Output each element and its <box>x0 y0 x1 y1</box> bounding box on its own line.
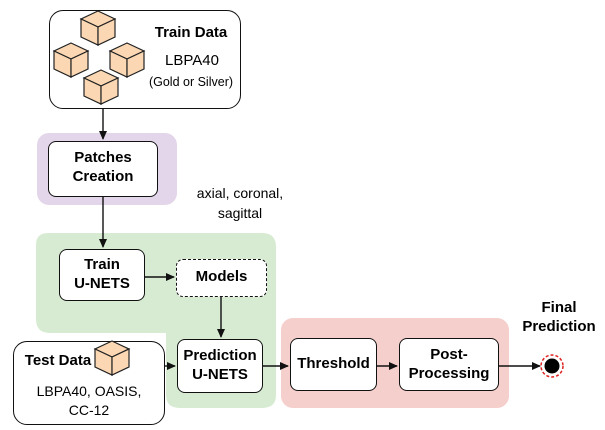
test-data-datasets-2: CC-12 <box>68 402 110 418</box>
train-data-dataset: LBPA40 <box>165 52 219 69</box>
patches-creation-label-1: Patches <box>74 149 132 166</box>
threshold-label: Threshold <box>297 355 370 372</box>
train-unets-label-1: Train <box>84 256 120 273</box>
views-note-line1: axial, coronal, <box>196 185 284 201</box>
prediction-unets-box <box>177 339 263 393</box>
test-data-datasets-1: LBPA40, OASIS, <box>36 383 142 399</box>
final-prediction-label-2: Prediction <box>522 318 596 335</box>
test-data-box <box>13 341 165 425</box>
post-processing-box <box>399 338 499 391</box>
patches-creation-label-2: Creation <box>72 168 134 185</box>
patches-creation-box <box>48 141 158 197</box>
post-processing-label-2: Processing <box>408 365 490 382</box>
prediction-unets-label-2: U-NETS <box>192 366 248 383</box>
models-label: Models <box>195 268 248 285</box>
final-prediction-label-1: Final <box>541 299 577 316</box>
train-data-label-note: (Gold or Silver) <box>148 75 234 89</box>
threshold-box <box>290 338 377 391</box>
test-data-title: Test Data <box>24 352 92 369</box>
models-box <box>176 259 267 297</box>
prediction-unets-label-1: Prediction <box>183 347 257 364</box>
train-data-title: Train Data <box>154 24 228 41</box>
train-unets-box <box>59 249 145 301</box>
views-note-line2: sagittal <box>217 205 263 221</box>
train-unets-label-2: U-NETS <box>74 275 130 292</box>
post-processing-label-1: Post- <box>430 346 468 363</box>
final-end-node <box>540 354 564 378</box>
